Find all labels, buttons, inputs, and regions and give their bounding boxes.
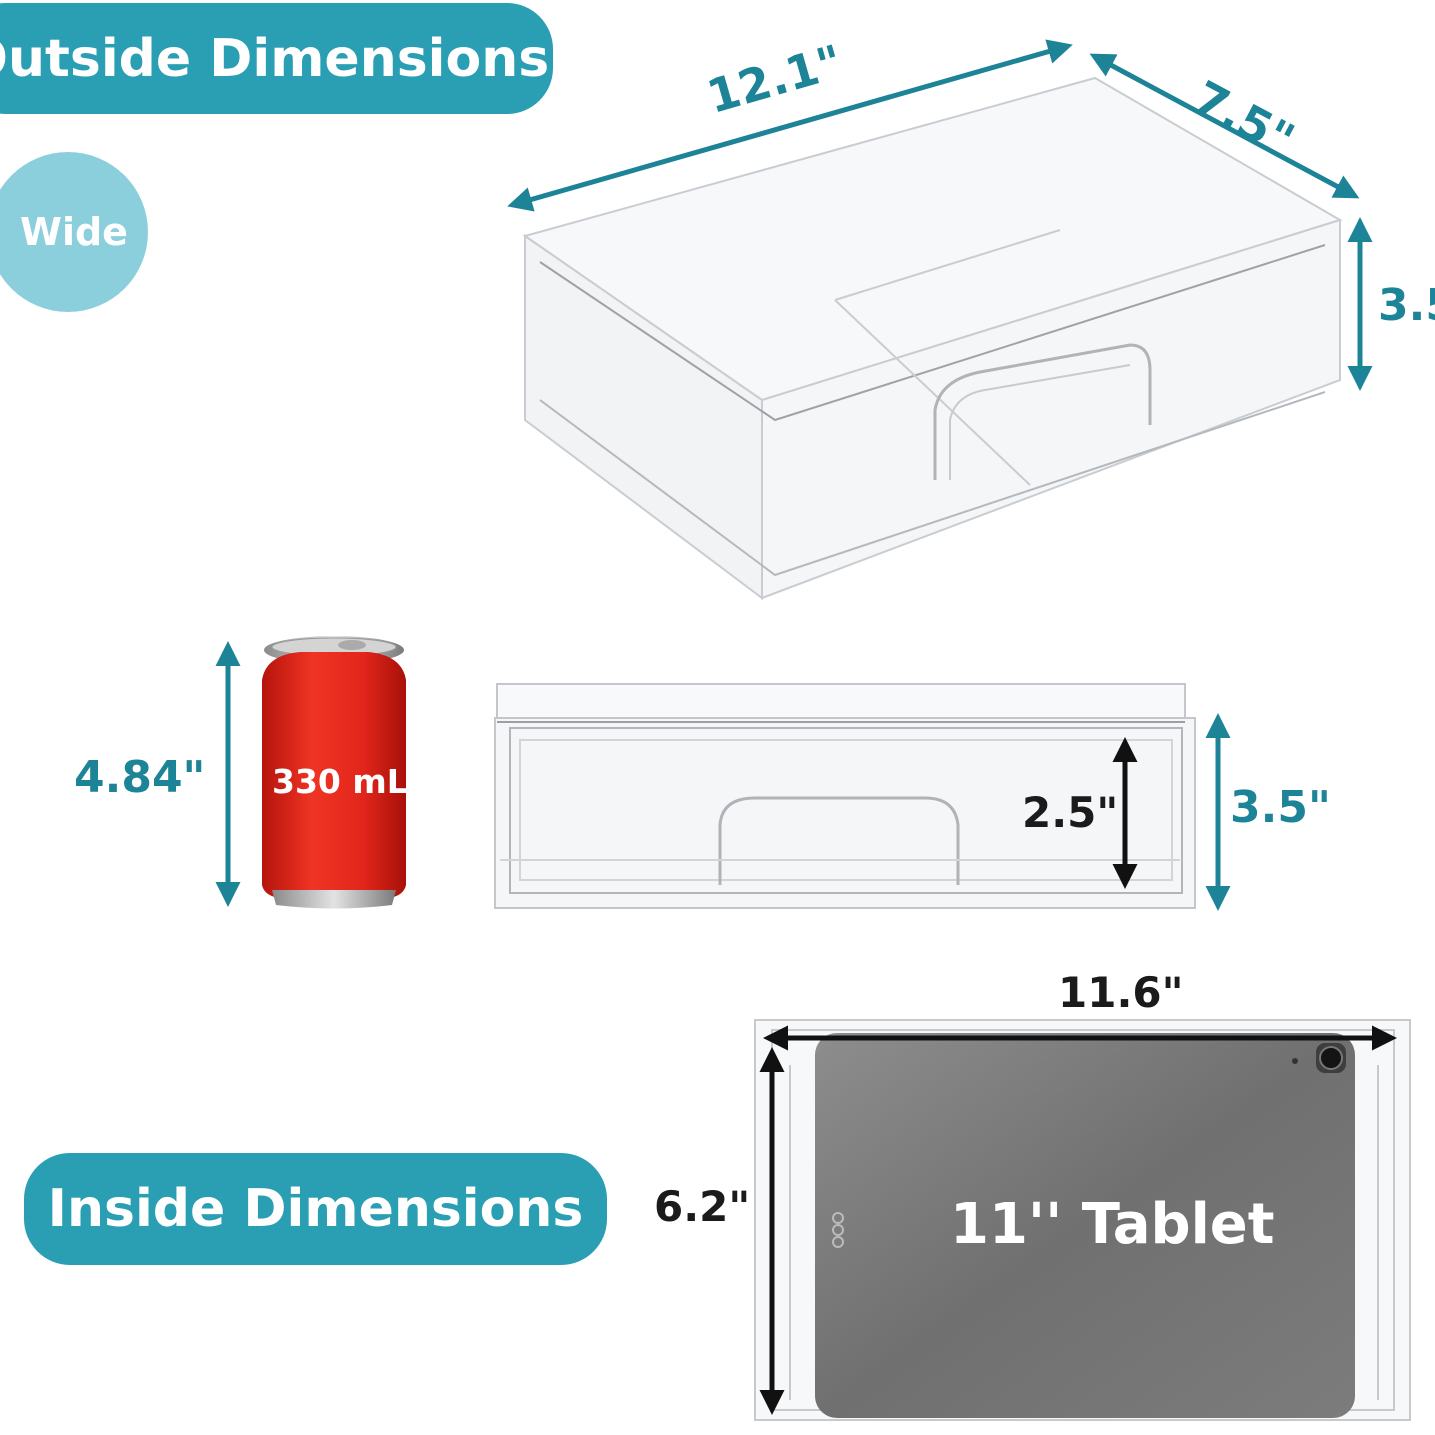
tablet-label: 11'' Tablet <box>950 1192 1275 1257</box>
wide-badge: Wide <box>0 152 148 312</box>
wide-label: Wide <box>20 210 128 254</box>
drawer-front-view <box>494 683 1196 909</box>
inside-dimensions-label: Inside Dimensions <box>47 1179 584 1239</box>
outside-dimensions-label: Outside Dimensions <box>0 28 550 89</box>
outside-height-label: 3.5 <box>1378 280 1435 331</box>
box-height-label: 3.5" <box>1230 782 1331 833</box>
inside-dimensions-badge: Inside Dimensions <box>24 1153 607 1265</box>
can-height-label: 4.84" <box>74 752 206 803</box>
inside-depth-label: 6.2" <box>654 1182 751 1231</box>
drawer-inner-height-label: 2.5" <box>1022 788 1119 837</box>
can-volume-label: 330 mL <box>272 762 408 801</box>
outside-dimensions-badge: Outside Dimensions <box>0 3 553 114</box>
drawer-isometric <box>522 76 1343 601</box>
tablet <box>815 1033 1355 1418</box>
soda-can <box>262 636 406 909</box>
inside-width-label: 11.6" <box>1058 968 1184 1017</box>
